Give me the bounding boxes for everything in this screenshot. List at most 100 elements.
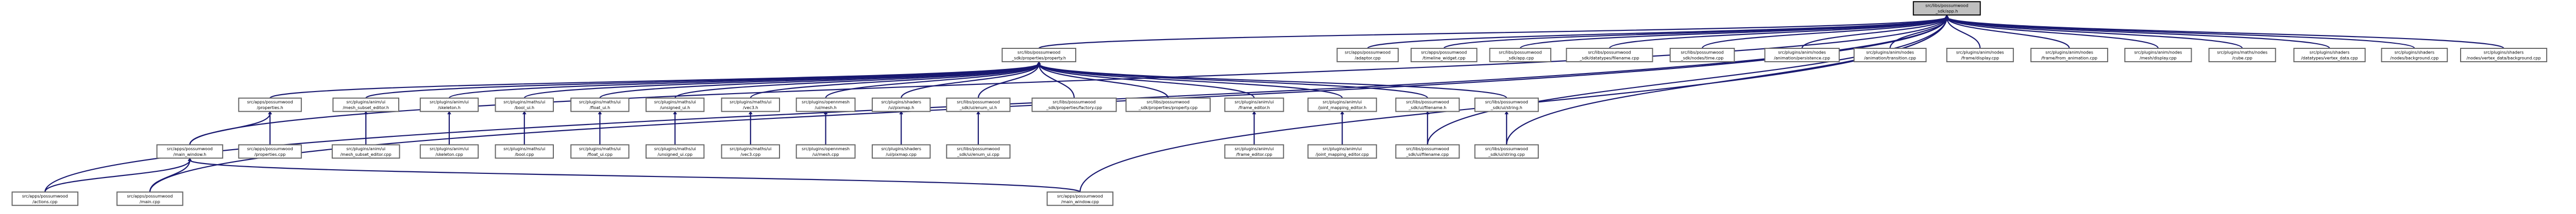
- graph-node[interactable]: src/plugins/opennmesh/ui/mesh.cpp: [795, 144, 856, 159]
- graph-node[interactable]: src/apps/possumwood/main.cpp: [116, 191, 183, 206]
- node-label: src/plugins/opennmesh: [802, 100, 850, 104]
- node-label: src/plugins/anim/ui: [346, 100, 385, 104]
- node-label: /main_window.h: [173, 152, 206, 157]
- node-label: /frame/from_animation.cpp: [2041, 56, 2097, 61]
- graph-node[interactable]: src/apps/possumwood/actions.cpp: [11, 191, 79, 206]
- graph-node[interactable]: src/plugins/anim/ui/frame_editor.cpp: [1224, 144, 1284, 159]
- node-label: src/apps/possumwood: [247, 100, 293, 104]
- node-box: [1566, 48, 1653, 62]
- graph-node[interactable]: src/apps/possumwood/timeline_widget.cpp: [1410, 48, 1478, 62]
- dependency-edge: [1038, 63, 1507, 99]
- node-label: src/plugins/maths/nodes: [2217, 50, 2267, 55]
- node-box: [2381, 48, 2448, 62]
- dependency-edge: [977, 63, 1040, 98]
- node-box: [1669, 48, 1735, 62]
- dependency-edge: [1038, 63, 1075, 98]
- node-label: src/plugins/maths/ui: [503, 100, 545, 104]
- graph-node[interactable]: src/plugins/anim/nodes/frame/from_animat…: [2030, 48, 2108, 62]
- graph-node[interactable]: src/apps/possumwood/properties.cpp: [238, 144, 302, 159]
- graph-node[interactable]: src/libs/possumwood_sdk/ui/enum_ui.h: [946, 97, 1011, 112]
- graph-node[interactable]: src/libs/possumwood_sdk/properties/prope…: [1002, 48, 1076, 62]
- graph-node[interactable]: src/plugins/opennmesh/ui/mesh.h: [795, 97, 856, 112]
- node-label: /properties.cpp: [255, 152, 286, 157]
- graph-node[interactable]: src/plugins/maths/ui/bool.cpp: [495, 144, 554, 159]
- node-box: [570, 144, 630, 159]
- dependency-edge: [825, 63, 1040, 99]
- graph-node[interactable]: src/plugins/anim/nodes/mesh/display.cpp: [2124, 48, 2192, 62]
- node-label: src/libs/possumwood: [1406, 100, 1449, 104]
- node-box: [419, 97, 479, 112]
- graph-node[interactable]: src/plugins/anim/ui/joint_mapping_editor…: [1307, 97, 1377, 112]
- node-label: /datatypes/vertex_data.cpp: [2301, 56, 2358, 61]
- dependency-edge: [1038, 63, 1255, 99]
- node-label: _sdk/ui/string.cpp: [1488, 152, 1525, 157]
- graph-node[interactable]: src/plugins/anim/nodes/animation/transit…: [1853, 48, 1927, 62]
- graph-node[interactable]: src/plugins/shaders/ui/pixmap.h: [872, 97, 931, 112]
- node-label: /skeleton.h: [438, 105, 461, 110]
- graph-node[interactable]: src/plugins/maths/ui/float_ui.cpp: [570, 144, 630, 159]
- graph-node[interactable]: src/apps/possumwood/main_window.cpp: [1046, 191, 1114, 206]
- graph-node[interactable]: src/plugins/maths/ui/float_ui.h: [570, 97, 630, 112]
- node-box: [1125, 97, 1211, 112]
- graph-node[interactable]: src/apps/possumwood/properties.h: [238, 97, 302, 112]
- dependency-edge: [1038, 16, 1947, 49]
- graph-node[interactable]: src/plugins/anim/ui/skeleton.h: [419, 97, 479, 112]
- node-label: src/plugins/maths/ui: [730, 100, 771, 104]
- node-label: /actions.cpp: [32, 200, 58, 204]
- node-box: [2124, 48, 2192, 62]
- node-box: [2030, 48, 2108, 62]
- graph-node[interactable]: src/plugins/anim/nodes/animation/persist…: [1764, 48, 1840, 62]
- node-box: [946, 144, 1011, 159]
- graph-node[interactable]: src/plugins/maths/ui/vec3.h: [721, 97, 781, 112]
- node-label: /float_ui.h: [590, 105, 611, 110]
- graph-node[interactable]: src/libs/possumwood_sdk/app.h: [1912, 1, 1981, 16]
- node-label: /ui/pixmap.h: [888, 105, 914, 110]
- edge-arrowhead: [1504, 111, 1509, 115]
- node-box: [495, 97, 554, 112]
- node-box: [1224, 97, 1284, 112]
- graph-node[interactable]: src/libs/possumwood_sdk/nodes/time.cpp: [1669, 48, 1735, 62]
- graph-node[interactable]: src/plugins/shaders/nodes/vertex_data/ba…: [2460, 48, 2548, 62]
- edge-arrowhead: [447, 111, 451, 115]
- dependency-edge: [1946, 16, 2243, 49]
- graph-node[interactable]: src/plugins/shaders/ui/pixmap.cpp: [872, 144, 931, 159]
- graph-node[interactable]: src/libs/possumwood_sdk/properties/prope…: [1125, 97, 1211, 112]
- graph-node[interactable]: src/plugins/shaders/datatypes/vertex_dat…: [2293, 48, 2366, 62]
- node-box: [1410, 48, 1478, 62]
- edge-arrowhead: [823, 111, 828, 115]
- graph-node[interactable]: src/plugins/anim/ui/frame_editor.h: [1224, 97, 1284, 112]
- graph-node[interactable]: src/apps/possumwood/adaptor.cpp: [1336, 48, 1399, 62]
- dependency-edge: [1038, 63, 1343, 99]
- graph-node[interactable]: src/libs/possumwood_sdk/properties/facto…: [1031, 97, 1117, 112]
- graph-node[interactable]: src/libs/possumwood_sdk/ui/string.h: [1474, 97, 1539, 112]
- graph-node[interactable]: src/libs/possumwood_sdk/datatypes/filena…: [1566, 48, 1653, 62]
- node-label: src/libs/possumwood: [1925, 4, 1968, 8]
- graph-node[interactable]: src/plugins/maths/ui/unsigned_ui.cpp: [646, 144, 705, 159]
- node-label: src/libs/possumwood: [1681, 50, 1723, 55]
- node-label: src/plugins/anim/ui: [1323, 100, 1362, 104]
- graph-node[interactable]: src/plugins/maths/nodes/cube.cpp: [2208, 48, 2276, 62]
- graph-node[interactable]: src/plugins/anim/ui/skeleton.cpp: [419, 144, 479, 159]
- graph-node[interactable]: src/plugins/shaders/nodes/background.cpp: [2381, 48, 2448, 62]
- graph-node[interactable]: src/apps/possumwood/main_window.h: [156, 144, 224, 159]
- graph-node[interactable]: src/plugins/maths/ui/unsigned_ui.h: [646, 97, 705, 112]
- dependency-edge: [674, 63, 1040, 99]
- graph-node[interactable]: src/plugins/anim/ui/mesh_subset_editor.h: [332, 97, 399, 112]
- dependency-edge: [1038, 63, 1169, 99]
- graph-node[interactable]: src/libs/possumwood_sdk/ui/filename.h: [1395, 97, 1460, 112]
- edge-arrowhead: [268, 111, 272, 115]
- node-box: [1224, 144, 1284, 159]
- node-label: src/plugins/anim/ui: [430, 147, 469, 151]
- node-label: _sdk/app.h: [1935, 9, 1958, 14]
- graph-node[interactable]: src/plugins/maths/ui/vec3.cpp: [721, 144, 781, 159]
- graph-node[interactable]: src/plugins/anim/ui/joint_mapping_editor…: [1307, 144, 1377, 159]
- node-label: src/libs/possumwood: [1147, 100, 1190, 104]
- graph-node[interactable]: src/libs/possumwood_sdk/app.cpp: [1489, 48, 1552, 62]
- graph-node[interactable]: src/plugins/anim/nodes/frame/display.cpp: [1946, 48, 2014, 62]
- graph-node[interactable]: src/libs/possumwood_sdk/ui/enum_ui.cpp: [946, 144, 1011, 159]
- graph-node[interactable]: src/plugins/anim/ui/mesh_subset_editor.c…: [331, 144, 400, 159]
- graph-node[interactable]: src/libs/possumwood_sdk/ui/filename.cpp: [1395, 144, 1460, 159]
- node-label: /adaptor.cpp: [1354, 56, 1380, 61]
- graph-node[interactable]: src/libs/possumwood_sdk/ui/string.cpp: [1474, 144, 1539, 159]
- graph-node[interactable]: src/plugins/maths/ui/bool_ui.h: [495, 97, 554, 112]
